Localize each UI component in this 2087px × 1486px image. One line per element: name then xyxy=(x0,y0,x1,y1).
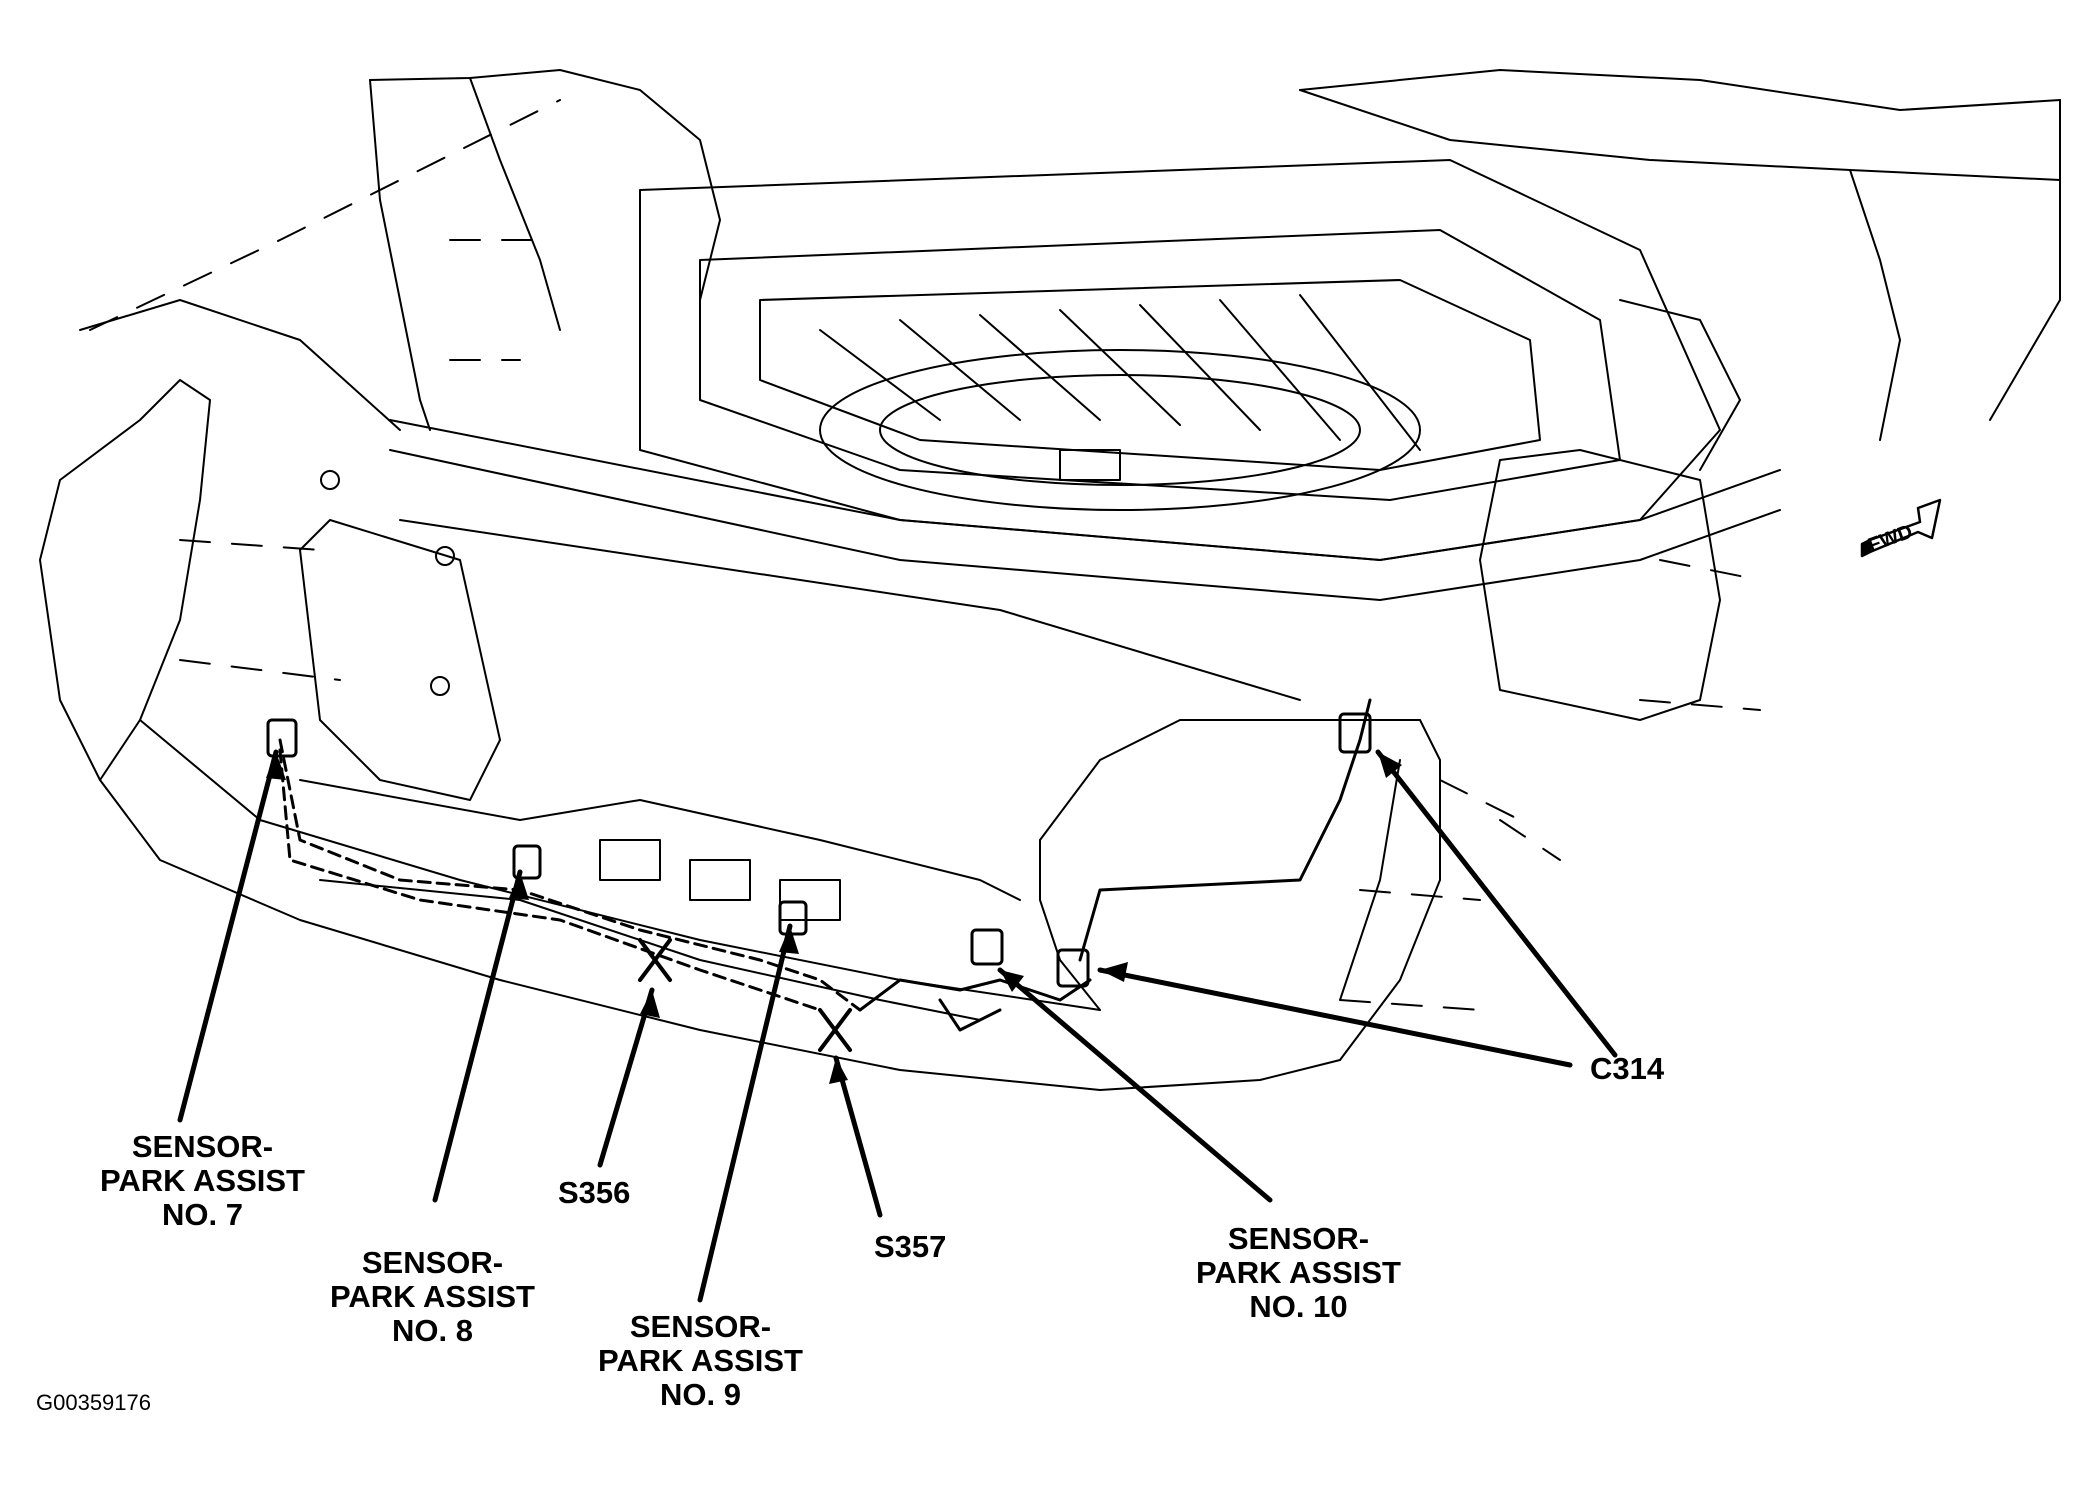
harness-solid xyxy=(858,698,1372,1032)
callout-line: PARK ASSIST xyxy=(1196,1255,1401,1290)
figure-id: G00359176 xyxy=(36,1390,151,1415)
callout-line: SENSOR- xyxy=(629,1309,772,1344)
dashed-leader-lines xyxy=(89,99,1761,1011)
callout-line: C314 xyxy=(1590,1051,1665,1086)
callout-line: SENSOR- xyxy=(361,1245,504,1280)
callout-line: PARK ASSIST xyxy=(100,1163,305,1198)
push-pin-clips xyxy=(320,470,455,696)
callout-sensor-park-assist-no8: SENSOR- PARK ASSIST NO. 8 xyxy=(330,1246,535,1348)
callout-splice-s356: S356 xyxy=(558,1176,630,1210)
callout-line: SENSOR- xyxy=(1227,1221,1370,1256)
sensor-no10-body xyxy=(970,928,1004,966)
callout-arrows xyxy=(177,749,1618,1303)
splice-marks xyxy=(638,938,852,1052)
connector-c314-body xyxy=(1056,712,1372,988)
callout-sensor-park-assist-no10: SENSOR- PARK ASSIST NO. 10 xyxy=(1196,1222,1401,1324)
fwd-label: FWD xyxy=(1865,521,1915,557)
vehicle-body-outline xyxy=(79,69,2061,721)
callout-line: SENSOR- xyxy=(131,1129,274,1164)
callout-line: NO. 7 xyxy=(162,1197,243,1232)
callout-sensor-park-assist-no9: SENSOR- PARK ASSIST NO. 9 xyxy=(598,1310,803,1412)
callout-connector-c314: C314 xyxy=(1590,1052,1664,1086)
callout-line: PARK ASSIST xyxy=(330,1279,535,1314)
wiring-harness xyxy=(278,738,862,1012)
callout-line: PARK ASSIST xyxy=(598,1343,803,1378)
sensor-no7-body xyxy=(266,718,298,758)
callout-splice-s357: S357 xyxy=(874,1230,946,1264)
sensor-no9-body xyxy=(778,900,808,936)
callout-line: NO. 10 xyxy=(1249,1289,1348,1324)
callout-line: S356 xyxy=(558,1175,631,1210)
callout-line: NO. 9 xyxy=(660,1377,741,1412)
sensor-no8-body xyxy=(512,844,542,880)
callout-sensor-park-assist-no7: SENSOR- PARK ASSIST NO. 7 xyxy=(100,1130,305,1232)
forward-direction-arrow-icon: FWD xyxy=(1860,498,1942,558)
callout-line: S357 xyxy=(874,1229,947,1264)
callout-line: NO. 8 xyxy=(392,1313,473,1348)
